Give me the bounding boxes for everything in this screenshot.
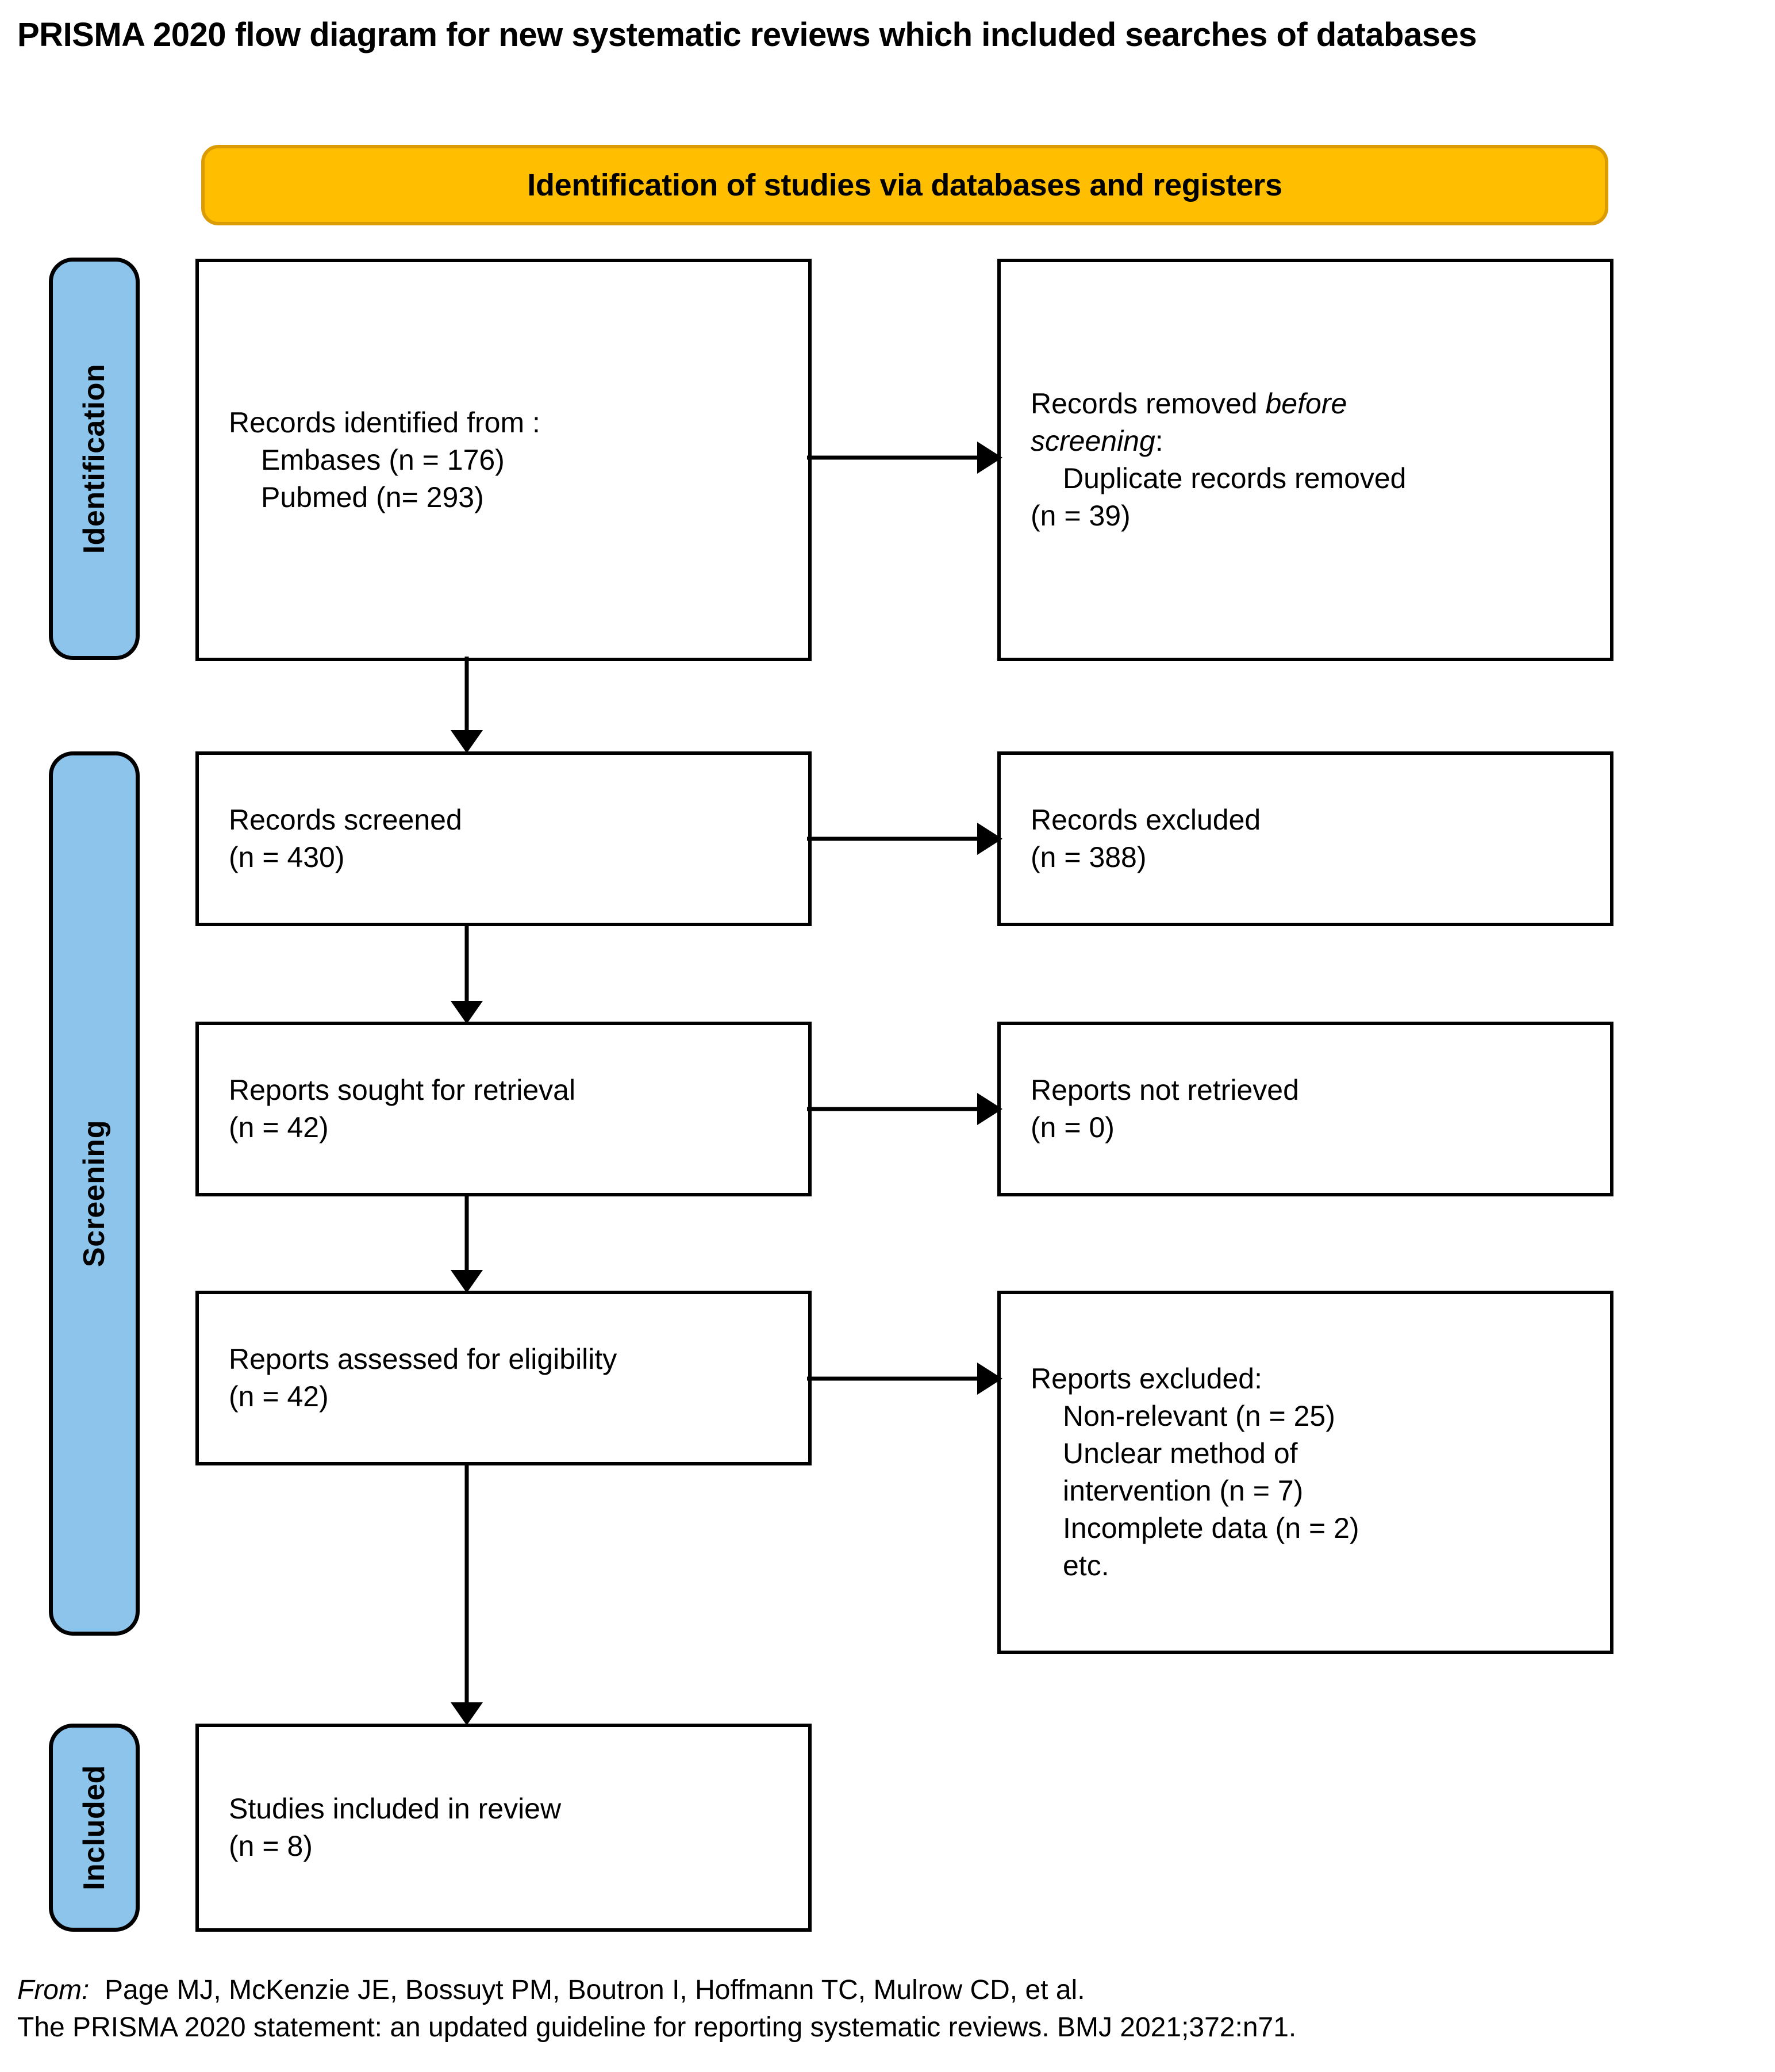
records-identified-source-pubmed: Pubmed (n= 293) xyxy=(261,481,484,513)
duplicate-records-removed-label: Duplicate records removed xyxy=(1063,462,1407,494)
records-screened-label: Records screened xyxy=(229,804,462,836)
citation-line-2: The PRISMA 2020 statement: an updated gu… xyxy=(17,2012,1297,2043)
box-reports-not-retrieved: Reports not retrieved (n = 0) xyxy=(997,1022,1613,1196)
records-excluded-label: Records excluded xyxy=(1031,804,1261,836)
arrow-identified-to-screened xyxy=(446,657,487,755)
arrow-screened-to-excluded xyxy=(805,818,1005,860)
records-removed-prefix: Records removed xyxy=(1031,387,1266,420)
box-studies-included-text: Studies included in review (n = 8) xyxy=(199,1790,808,1865)
stage-bar-screening: Screening xyxy=(49,751,140,1636)
box-records-excluded-text: Records excluded (n = 388) xyxy=(1001,801,1610,876)
stage-label-screening: Screening xyxy=(78,1120,111,1267)
arrow-sought-to-assessed xyxy=(446,1193,487,1295)
records-identified-source-embases: Embases (n = 176) xyxy=(261,443,505,476)
reports-assessed-count: (n = 42) xyxy=(229,1380,329,1413)
arrow-assessed-to-included xyxy=(446,1462,487,1728)
citation-footer: From: Page MJ, McKenzie JE, Bossuyt PM, … xyxy=(17,1972,1765,2047)
reports-sought-label: Reports sought for retrieval xyxy=(229,1074,576,1106)
box-reports-sought-for-retrieval: Reports sought for retrieval (n = 42) xyxy=(195,1022,812,1196)
box-records-identified-text: Records identified from : Embases (n = 1… xyxy=(199,404,808,516)
reports-excluded-reason-non-relevant: Non-relevant (n = 25) xyxy=(1063,1400,1335,1432)
reports-excluded-reason-etc: etc. xyxy=(1063,1549,1109,1582)
stage-label-identification: Identification xyxy=(78,363,111,554)
box-studies-included-in-review: Studies included in review (n = 8) xyxy=(195,1724,812,1932)
reports-sought-count: (n = 42) xyxy=(229,1111,329,1144)
box-reports-not-retrieved-text: Reports not retrieved (n = 0) xyxy=(1001,1072,1610,1146)
arrow-assessed-to-reports-excluded xyxy=(805,1358,1005,1399)
duplicate-records-removed-count: (n = 39) xyxy=(1031,500,1131,532)
box-records-removed-before-screening: Records removed before screening: Duplic… xyxy=(997,259,1613,661)
arrow-sought-to-not-retrieved xyxy=(805,1088,1005,1130)
records-removed-line2: screening: xyxy=(1031,423,1580,460)
records-removed-italic-before: before xyxy=(1265,387,1347,420)
records-excluded-count: (n = 388) xyxy=(1031,841,1147,873)
box-records-identified: Records identified from : Embases (n = 1… xyxy=(195,259,812,661)
box-records-removed-text: Records removed before screening: Duplic… xyxy=(1001,385,1610,535)
reports-excluded-reason-unclear-method: Unclear method of xyxy=(1063,1437,1298,1469)
identification-banner-label: Identification of studies via databases … xyxy=(527,168,1282,202)
stage-label-included: Included xyxy=(78,1765,111,1890)
records-removed-colon: : xyxy=(1155,425,1163,457)
identification-banner: Identification of studies via databases … xyxy=(201,145,1608,225)
records-removed-italic-screening: screening xyxy=(1031,425,1155,457)
arrow-screened-to-sought xyxy=(446,923,487,1026)
reports-excluded-reason-incomplete-data: Incomplete data (n = 2) xyxy=(1063,1512,1359,1544)
reports-not-retrieved-label: Reports not retrieved xyxy=(1031,1074,1299,1106)
reports-excluded-reason-intervention: intervention (n = 7) xyxy=(1063,1475,1304,1507)
studies-included-count: (n = 8) xyxy=(229,1830,313,1862)
box-records-excluded: Records excluded (n = 388) xyxy=(997,751,1613,926)
records-screened-count: (n = 430) xyxy=(229,841,345,873)
box-reports-sought-text: Reports sought for retrieval (n = 42) xyxy=(199,1072,808,1146)
page-title: PRISMA 2020 flow diagram for new systema… xyxy=(17,16,1477,53)
citation-line-1: From: Page MJ, McKenzie JE, Bossuyt PM, … xyxy=(17,1972,1765,2009)
stage-bar-identification: Identification xyxy=(49,258,140,660)
box-reports-assessed-text: Reports assessed for eligibility (n = 42… xyxy=(199,1341,808,1415)
box-records-screened: Records screened (n = 430) xyxy=(195,751,812,926)
citation-from-label: From: xyxy=(17,1975,90,2005)
box-reports-excluded-text: Reports excluded: Non-relevant (n = 25) … xyxy=(1001,1360,1610,1584)
reports-assessed-label: Reports assessed for eligibility xyxy=(229,1343,617,1375)
citation-authors: Page MJ, McKenzie JE, Bossuyt PM, Boutro… xyxy=(105,1975,1085,2005)
stage-bar-included: Included xyxy=(49,1724,140,1932)
records-removed-line1: Records removed before xyxy=(1031,385,1580,423)
records-identified-title: Records identified from : xyxy=(229,406,540,439)
box-records-screened-text: Records screened (n = 430) xyxy=(199,801,808,876)
studies-included-label: Studies included in review xyxy=(229,1793,562,1825)
reports-excluded-label: Reports excluded: xyxy=(1031,1363,1263,1395)
reports-not-retrieved-count: (n = 0) xyxy=(1031,1111,1115,1144)
arrow-identified-to-removed xyxy=(805,437,1005,478)
box-reports-excluded-reasons: Reports excluded: Non-relevant (n = 25) … xyxy=(997,1291,1613,1654)
box-reports-assessed-for-eligibility: Reports assessed for eligibility (n = 42… xyxy=(195,1291,812,1465)
